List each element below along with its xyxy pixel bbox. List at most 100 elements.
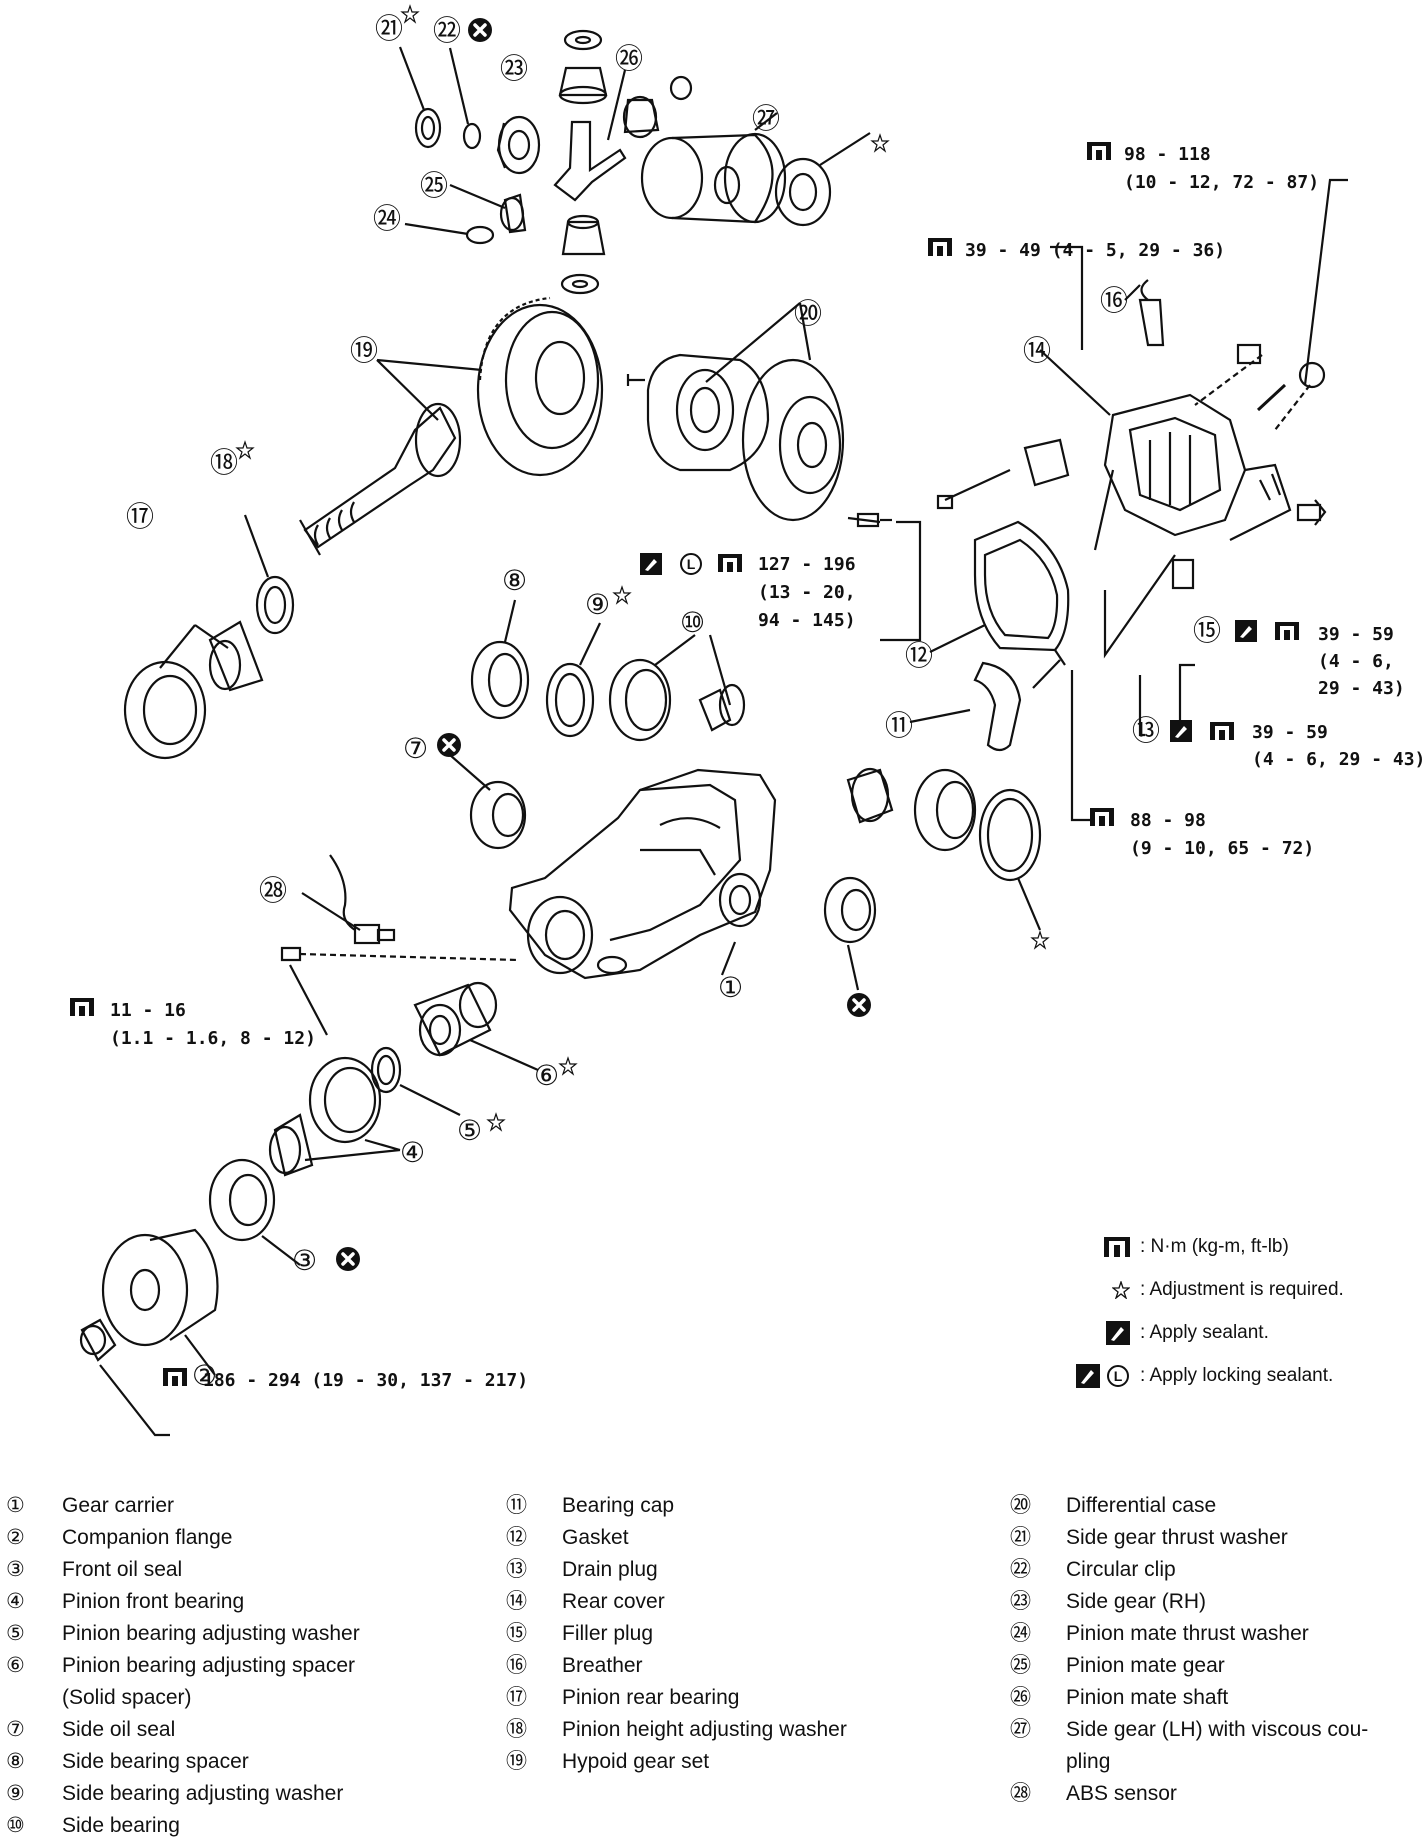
torque-icon xyxy=(1087,142,1111,160)
callout-2: ② xyxy=(192,1359,217,1392)
part-number: ⑭ xyxy=(506,1590,527,1613)
star-icon xyxy=(1020,1280,1130,1299)
sealant-icon xyxy=(640,553,662,575)
part-number: ㉘ xyxy=(1010,1782,1031,1805)
gear-carrier xyxy=(508,768,777,980)
star-icon xyxy=(487,1113,505,1131)
torque-icon xyxy=(1210,722,1234,740)
star-icon xyxy=(236,441,254,459)
torque-127-196: 127 - 196 xyxy=(758,554,856,575)
torque-11-16: 11 - 16 xyxy=(110,1000,186,1021)
part-name: pling xyxy=(1066,1750,1111,1773)
callout-8: ⑧ xyxy=(502,564,527,597)
parts-list-item: ㉘ ABS sensor xyxy=(1010,1778,1420,1810)
parts-list-item: ㉖ Pinion mate shaft xyxy=(1010,1682,1420,1714)
torque-filler-plug: 39 - 59 xyxy=(1318,624,1394,645)
callout-3: ③ xyxy=(292,1244,317,1277)
legend-locking: L : Apply locking sealant. xyxy=(1020,1354,1400,1397)
symbol-legend: : N·m (kg-m, ft-lb) : Adjustment is requ… xyxy=(1020,1225,1400,1397)
part-name: ABS sensor xyxy=(1066,1782,1177,1805)
torque-88-98-alt: (9 - 10, 65 - 72) xyxy=(1130,838,1314,859)
part-name: Gasket xyxy=(562,1526,629,1549)
part-number: ⑤ xyxy=(6,1622,25,1645)
torque-11-16-alt: (1.1 - 1.6, 8 - 12) xyxy=(110,1028,316,1049)
torque-icon xyxy=(163,1368,187,1386)
part-name: Breather xyxy=(562,1654,643,1677)
part-name: Filler plug xyxy=(562,1622,654,1645)
torque-filler-plug-alt2: 29 - 43) xyxy=(1318,678,1405,699)
part-name: Side bearing xyxy=(62,1814,180,1837)
callout-labels: ㉑ ㉒ ㉓ ㉖ ㉗ ㉕ ㉔ ⑳ ⑲ ⑱ ⑰ ⑯ ⑭ ⑧ ⑨ ⑩ ⑮ ⑫ ⑪ ⑬ … xyxy=(126,12,1221,1392)
part-number: ㉖ xyxy=(1010,1686,1031,1709)
sealant-icon xyxy=(1170,720,1192,742)
torque-88-98: 88 - 98 xyxy=(1130,810,1206,831)
part-name: Side bearing adjusting washer xyxy=(62,1782,344,1805)
callout-28: ㉘ xyxy=(259,874,287,907)
torque-icon xyxy=(718,554,742,572)
torque-98-118-alt: (10 - 12, 72 - 87) xyxy=(1124,172,1319,193)
x-icon xyxy=(435,731,463,759)
callout-26: ㉖ xyxy=(615,42,643,75)
part-number xyxy=(6,1682,62,1714)
part-number: ㉕ xyxy=(1010,1654,1031,1677)
part-number: ㉓ xyxy=(1010,1590,1031,1613)
part-number: ㉗ xyxy=(1010,1718,1031,1741)
part-number: ① xyxy=(6,1494,25,1517)
part-number: ⑦ xyxy=(6,1718,25,1741)
part-name: Pinion front bearing xyxy=(62,1590,245,1613)
torque-icon xyxy=(928,238,952,256)
torque-icon xyxy=(1275,622,1299,640)
part-name: Gear carrier xyxy=(62,1494,175,1517)
callout-13: ⑬ xyxy=(1132,714,1160,747)
part-name: Pinion mate gear xyxy=(1066,1654,1225,1677)
part-number: ㉒ xyxy=(1010,1558,1031,1581)
exploded-view-diagram: L xyxy=(70,5,1424,1437)
hypoid-gear-set xyxy=(299,296,604,556)
x-icon xyxy=(845,991,873,1019)
part-name: Pinion bearing adjusting washer xyxy=(62,1622,360,1645)
part-name: Pinion mate shaft xyxy=(1066,1686,1229,1709)
part-number: ⑰ xyxy=(506,1686,527,1709)
torque-98-118: 98 - 118 xyxy=(1124,144,1211,165)
part-name: Side oil seal xyxy=(62,1718,176,1741)
part-number: ⑯ xyxy=(506,1654,527,1677)
callout-4: ④ xyxy=(400,1136,425,1169)
pinion-front-parts xyxy=(79,178,1348,1437)
parts-list-item: ㉓ Side gear (RH) xyxy=(1010,1586,1420,1618)
part-name: Side gear (RH) xyxy=(1066,1590,1207,1613)
legend-torque: : N·m (kg-m, ft-lb) xyxy=(1020,1225,1400,1268)
part-number: ⑨ xyxy=(6,1782,25,1805)
callout-10: ⑩ xyxy=(680,606,705,639)
part-number: ⑧ xyxy=(6,1750,25,1773)
part-number: ⑳ xyxy=(1010,1494,1031,1517)
callout-15: ⑮ xyxy=(1193,614,1221,647)
locking-sealant-icons: L xyxy=(1020,1363,1130,1388)
callout-20: ⑳ xyxy=(794,297,822,330)
part-name: (Solid spacer) xyxy=(62,1686,192,1709)
star-icon xyxy=(401,5,419,23)
callout-12: ⑫ xyxy=(905,639,933,672)
callout-5: ⑤ xyxy=(457,1114,482,1147)
callout-19: ⑲ xyxy=(350,334,378,367)
sealant-icon xyxy=(1020,1320,1130,1345)
gasket-and-bearing-cap xyxy=(909,520,1070,752)
torque-127-196-alt2: 94 - 145) xyxy=(758,610,856,631)
callout-25a: ㉕ xyxy=(420,169,448,202)
abs-sensor xyxy=(280,854,519,1036)
legend-sealant: : Apply sealant. xyxy=(1020,1311,1400,1354)
callout-27: ㉗ xyxy=(752,102,780,135)
